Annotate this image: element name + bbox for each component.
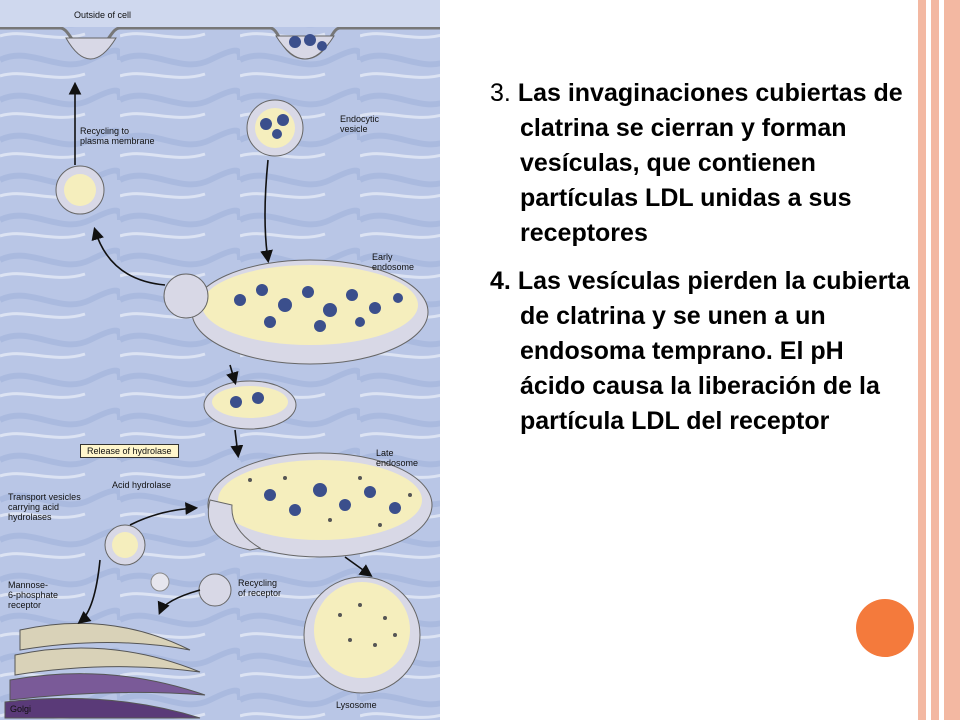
stripe bbox=[944, 0, 960, 720]
diagram-art bbox=[0, 0, 440, 720]
label-golgi: Golgi bbox=[10, 704, 32, 714]
label-release-of-hydrolase: Release of hydrolase bbox=[80, 444, 179, 458]
ldl-particle bbox=[317, 41, 327, 51]
accent-circle bbox=[856, 599, 914, 657]
item-4-number: 4. bbox=[490, 267, 511, 295]
label-outside-of-cell: Outside of cell bbox=[74, 10, 132, 20]
ldl-particle bbox=[272, 129, 282, 139]
label-transport-vesicles: Transport vesicles carrying acid hydrola… bbox=[8, 492, 81, 522]
text-panel: 3. Las invaginaciones cubiertas de clatr… bbox=[490, 76, 910, 452]
label-recycling-of-receptor: Recycling of receptor bbox=[238, 578, 282, 598]
label-early-endosome: Early endosome bbox=[372, 252, 415, 272]
label-late-endosome: Late endosome bbox=[376, 448, 419, 468]
label-endocytic-vesicle: Endocytic vesicle bbox=[340, 114, 380, 134]
label-lysosome: Lysosome bbox=[336, 700, 377, 710]
stripe bbox=[931, 0, 939, 720]
item-3-text: Las invaginaciones cubiertas de clatrina… bbox=[517, 79, 903, 247]
endocytosis-diagram: Outside of cell Endocytic vesicle Recycl… bbox=[0, 0, 440, 720]
paragraph-item-4: 4. Las vesículas pierden la cubierta de … bbox=[490, 264, 910, 439]
paragraph-item-3: 3. Las invaginaciones cubiertas de clatr… bbox=[490, 76, 910, 251]
ldl-cluster bbox=[234, 284, 403, 332]
ldl-particle bbox=[289, 36, 301, 48]
ldl-cluster bbox=[264, 483, 401, 516]
label-mannose-receptor: Mannose- 6-phosphate receptor bbox=[8, 580, 59, 610]
label-acid-hydrolase: Acid hydrolase bbox=[112, 480, 172, 490]
ldl-particle bbox=[304, 34, 316, 46]
coated-pit-left bbox=[65, 37, 117, 60]
item-4-text: Las vesículas pierden la cubierta de cla… bbox=[517, 267, 910, 435]
hydrolase-dots bbox=[248, 476, 412, 527]
flow-arrows bbox=[68, 81, 373, 625]
stripe bbox=[918, 0, 926, 720]
side-stripes bbox=[918, 0, 960, 720]
label-recycling-to-plasma-membrane: Recycling to plasma membrane bbox=[80, 126, 155, 146]
ldl-particle bbox=[277, 114, 289, 126]
item-3-number: 3. bbox=[490, 79, 511, 107]
ldl-particle bbox=[260, 118, 272, 130]
golgi bbox=[4, 622, 206, 719]
